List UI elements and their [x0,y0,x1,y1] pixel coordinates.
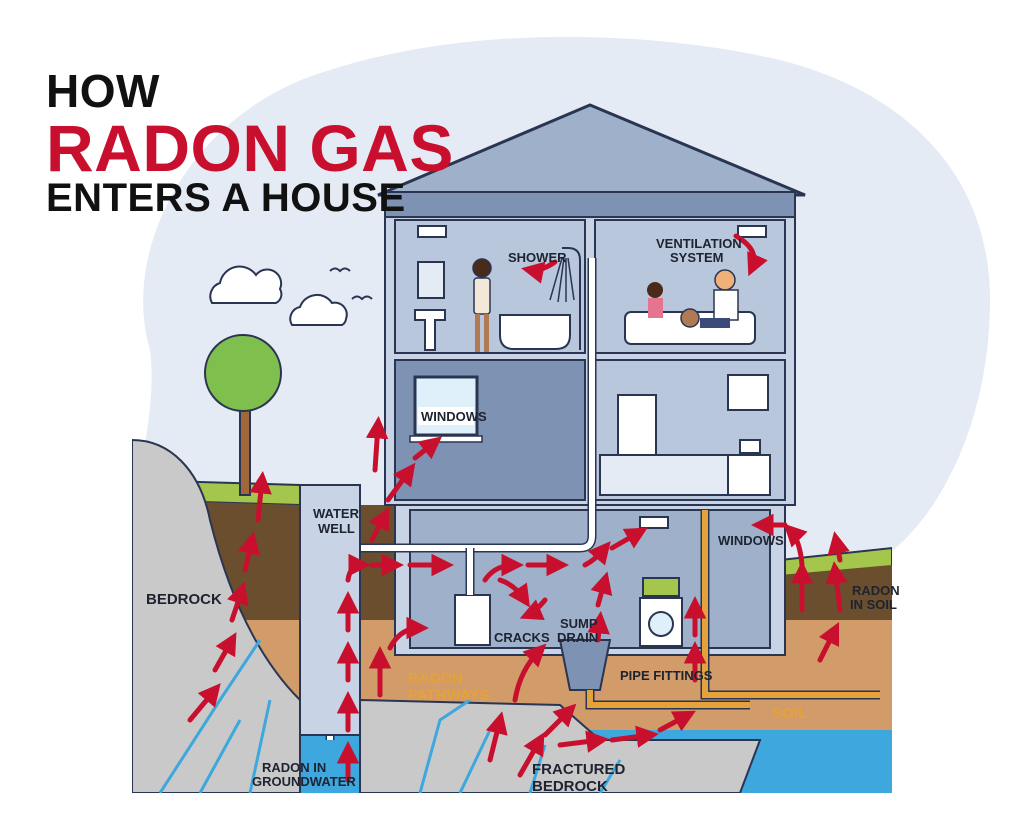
vent-icon [639,516,669,529]
person-icon [472,258,492,352]
radon-pathways-label-line2: PATHWAYS [408,687,489,704]
sump-label-line1: SUMP [560,616,598,631]
range-hood [727,374,769,411]
bird-icon [329,267,373,301]
sump-label-line2: DRAIN [557,630,598,645]
window-label-box [418,407,474,425]
ventilation-label-line1: VENTILATION [656,236,742,251]
window-sill [409,435,483,443]
pipe-fittings-label: PIPE FITTINGS [620,668,713,683]
cloud-icon [289,293,348,326]
bedrock-label: BEDROCK [146,591,222,608]
roof-eave [384,191,796,218]
laundry-basket [642,577,680,597]
cloud-icon [209,265,283,304]
radon-flow-arrow-icon [187,233,850,783]
bedrock-left [132,438,301,793]
sump-pit [558,639,612,691]
bathtub [499,314,571,350]
gas-pipes [585,510,880,710]
water-well-label-line1: WATER [313,506,360,521]
soil-label: SOIL [772,705,807,722]
shower-spray-icon [549,257,575,303]
teddy-bear-icon [680,308,700,328]
water-well-label-line2: WELL [318,521,355,536]
radon-soil-label-line1: RADON [852,583,900,598]
ventilation-label-line2: SYSTEM [670,250,723,265]
pot [739,439,761,454]
vent-icon [737,225,767,238]
mirror [417,261,445,299]
title-line-radon-gas: RADON GAS [46,111,454,185]
stove [727,454,771,496]
fractured-bedrock-label-line1: FRACTURED [532,761,625,778]
radon-pathways-label-line1: RADON [408,670,463,687]
cracks-label: CRACKS [494,630,550,645]
title-line-enters-house: ENTERS A HOUSE [46,176,406,220]
groundwater-label-line2: GROUNDWATER [252,774,356,789]
shower-head-icon [562,247,581,350]
groundwater-label-line1: RADON IN [262,760,326,775]
fractured-bedrock-label-line2: BEDROCK [532,778,608,795]
person-icon [700,269,739,328]
washer-door [648,611,674,637]
counter [599,454,731,496]
shower-label: SHOWER [508,250,567,265]
vent-icon [417,225,447,238]
water-heater [454,594,491,646]
person-icon [647,282,663,318]
sink [414,309,446,351]
tree-icon [204,334,282,496]
title-line-how: HOW [46,65,160,117]
window-upper [413,375,479,437]
windows-right-label: WINDOWS [718,533,784,548]
radon-soil-label-line2: IN SOIL [850,597,897,612]
windows-upper-label: WINDOWS [421,409,487,424]
